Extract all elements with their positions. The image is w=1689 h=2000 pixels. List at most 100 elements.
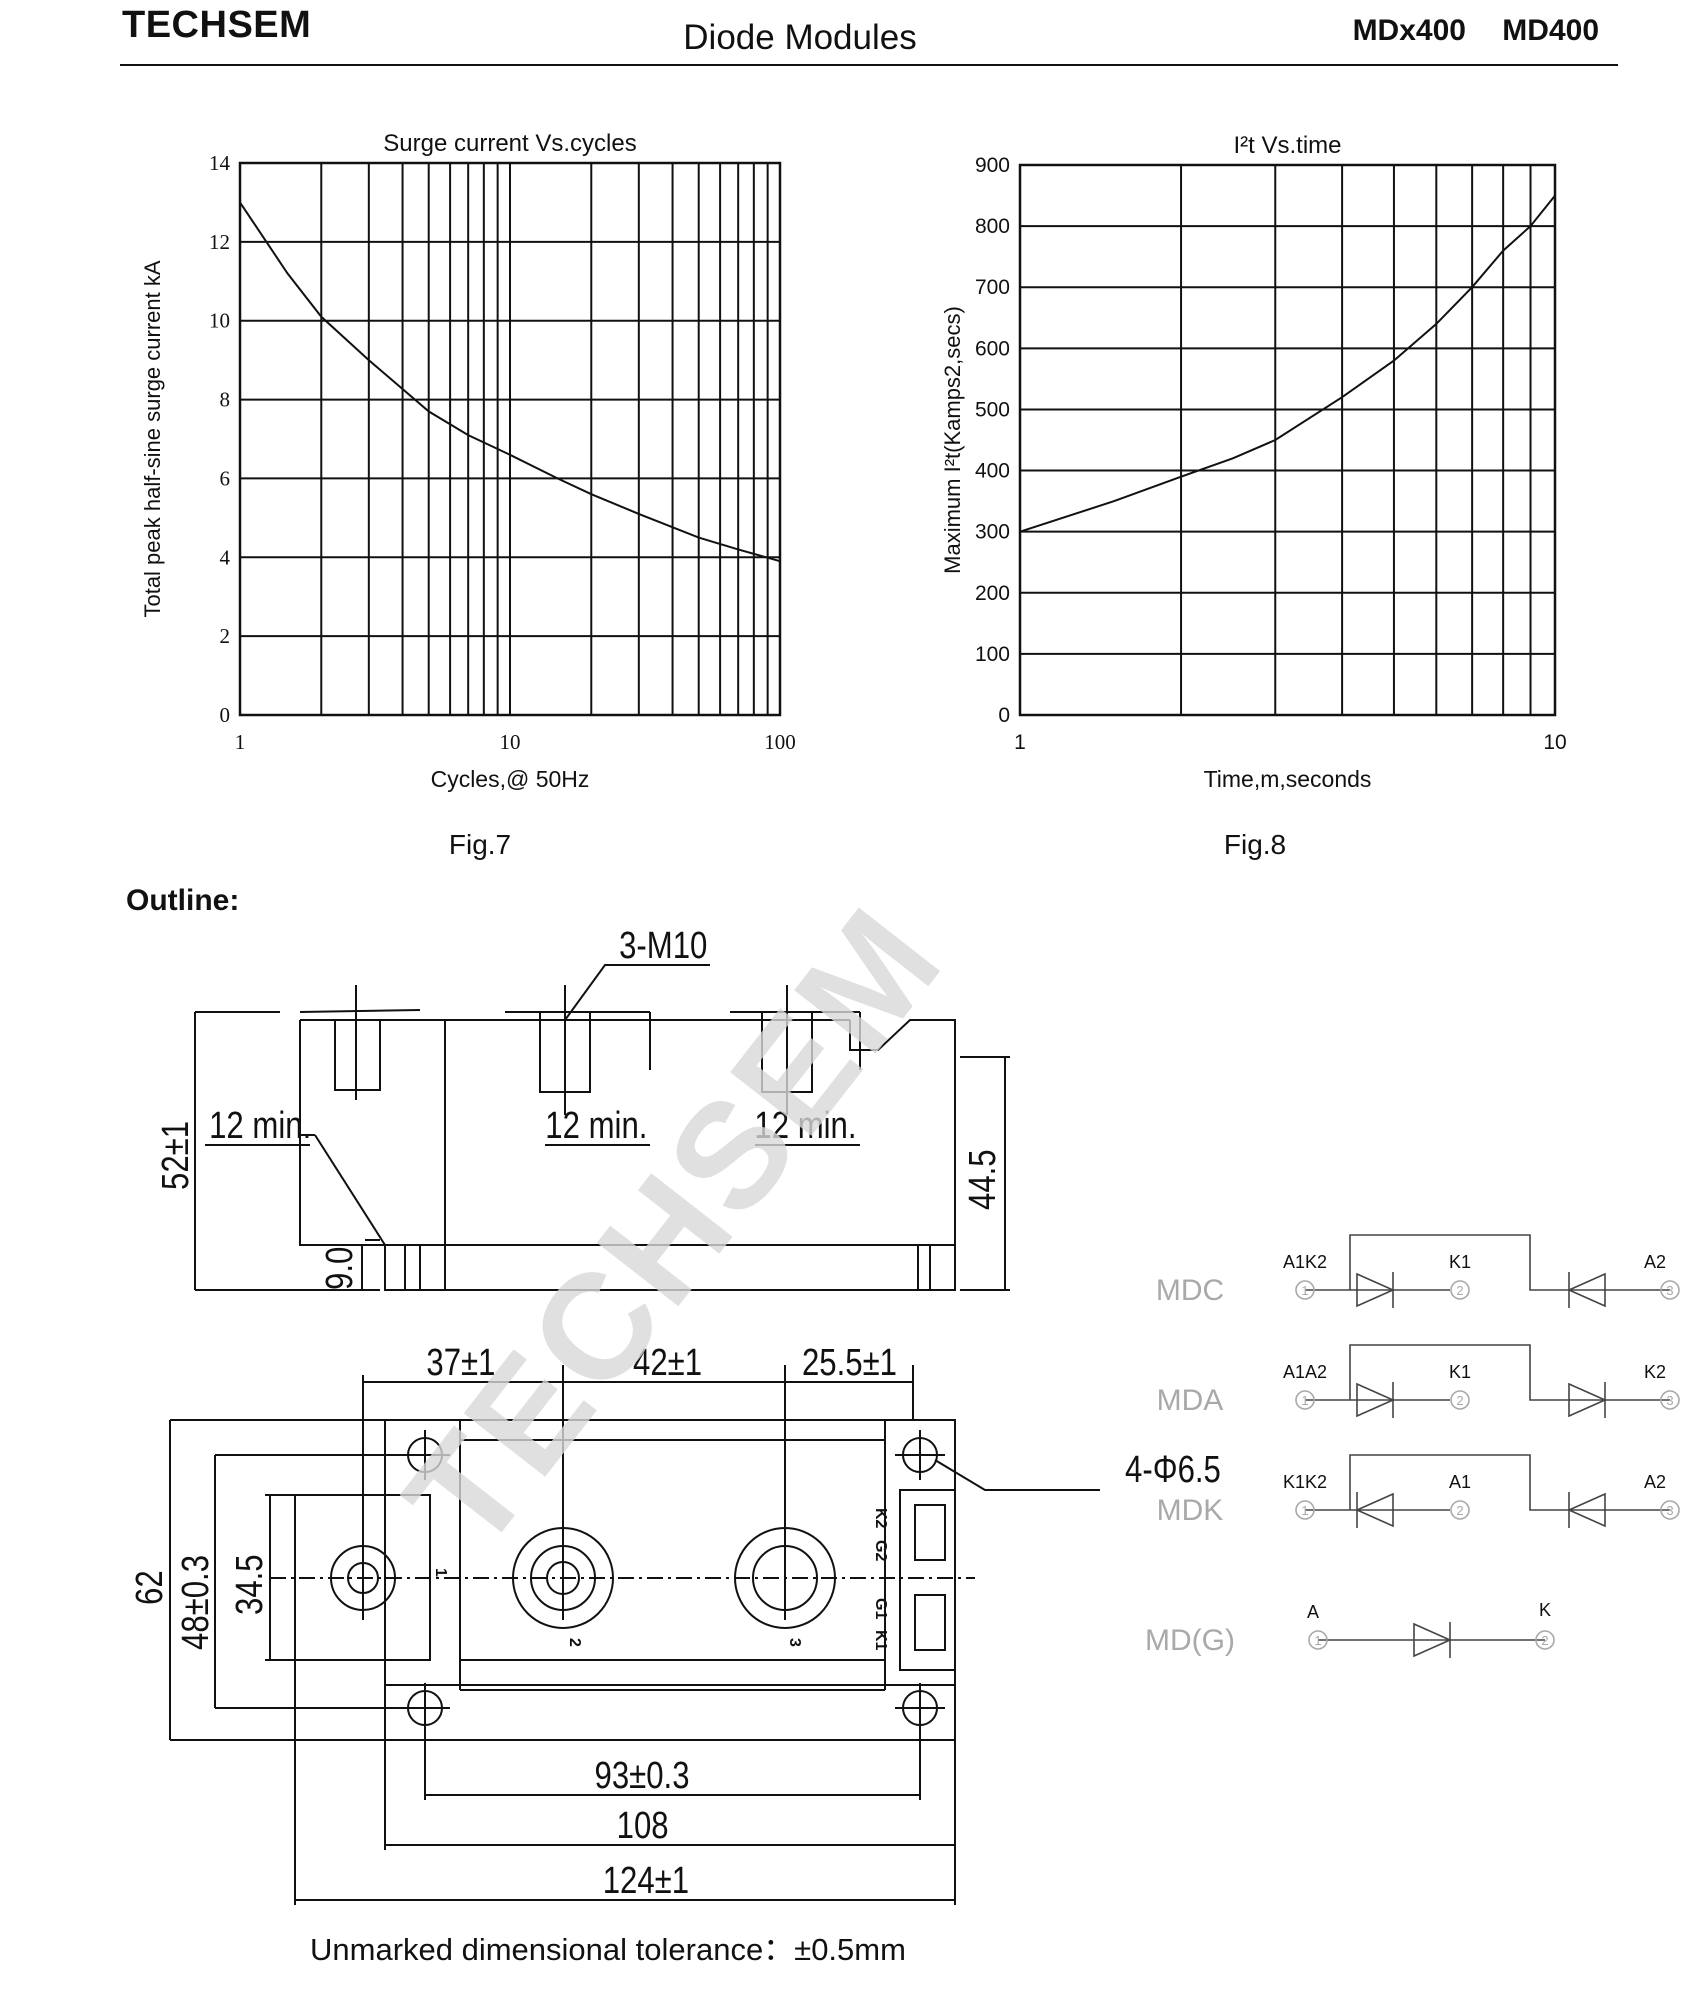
y-tick-label: 400	[975, 460, 1010, 483]
y-tick-label: 12	[209, 230, 230, 254]
schematic-label-cathode: K	[1539, 1600, 1551, 1620]
top-outline	[384, 1419, 956, 1741]
diode-symbol	[1356, 1382, 1395, 1418]
side-body	[299, 1019, 956, 1246]
y-tick-label: 0	[220, 703, 231, 727]
series-line	[239, 201, 781, 563]
label-345: 34.5	[229, 1554, 271, 1615]
wire	[1349, 1344, 1565, 1401]
label-445: 44.5	[962, 1149, 1004, 1210]
schematic-label-l3: A2	[1644, 1252, 1666, 1272]
label-37: 37±1	[426, 1342, 495, 1384]
plot-frame	[1018, 163, 1557, 717]
y-tick-label: 800	[975, 215, 1010, 238]
pin-g2: G2	[872, 1540, 889, 1561]
document-title: Diode Modules	[683, 18, 917, 57]
label-93: 93±0.3	[595, 1755, 690, 1797]
schematic-label-l3: K2	[1644, 1362, 1666, 1382]
label-12min-left: 12 min.	[209, 1105, 311, 1147]
schematic-label-l1: A1A2	[1283, 1362, 1327, 1382]
terminal-node	[1450, 1280, 1470, 1300]
terminal-1-label: 1	[432, 1568, 449, 1577]
y-tick-label: 2	[220, 624, 231, 648]
label-124: 124±1	[603, 1860, 689, 1902]
x-axis-label: Cycles,@ 50Hz	[431, 766, 590, 792]
tolerance-note: Unmarked dimensional tolerance：±0.5mm	[310, 1932, 906, 1967]
y-tick-label: 8	[220, 388, 231, 412]
y-tick-label: 900	[975, 154, 1010, 177]
stud-left	[334, 1019, 381, 1091]
x-tick-label: 10	[500, 730, 521, 754]
terminal-number: 1	[1301, 1283, 1308, 1298]
terminal-node	[1295, 1390, 1315, 1410]
x-tick-label: 1	[1014, 731, 1026, 754]
fig8-caption: Fig.8	[1223, 829, 1287, 860]
pin-k1: K1	[872, 1630, 889, 1651]
diode-symbol	[1568, 1382, 1607, 1418]
pin-k2: K2	[872, 1508, 889, 1529]
terminal-node	[1660, 1390, 1680, 1410]
terminal-node	[1660, 1500, 1680, 1520]
schematic-name: MDC	[1156, 1274, 1224, 1307]
terminal-number: 3	[1666, 1393, 1673, 1408]
y-tick-label: 200	[975, 582, 1010, 605]
schematic-label-l2: K1	[1449, 1252, 1471, 1272]
side-chamfer	[299, 1020, 386, 1246]
label-52: 52±1	[155, 1121, 197, 1190]
terminal-number: 1	[1314, 1633, 1321, 1648]
fig7-caption: Fig.7	[448, 829, 512, 860]
y-tick-label: 14	[209, 151, 231, 175]
label-3m10: 3-M10	[619, 925, 707, 967]
schematic-name: MDA	[1157, 1384, 1224, 1417]
y-tick-label: 6	[220, 466, 231, 490]
label-25: 25.5±1	[802, 1342, 897, 1384]
terminal-node	[1295, 1500, 1315, 1520]
model-numbers: MDx400 MD400	[1352, 14, 1599, 47]
y-tick-label: 600	[975, 337, 1010, 360]
chart-title: Surge current Vs.cycles	[383, 130, 636, 157]
label-hole: 4-Φ6.5	[1125, 1449, 1221, 1491]
side-base	[384, 1245, 956, 1291]
x-tick-label: 100	[764, 730, 796, 754]
diode-symbol	[1567, 1492, 1606, 1528]
diode-symbol	[1567, 1272, 1606, 1308]
label-42: 42±1	[633, 1342, 702, 1384]
y-tick-label: 100	[975, 643, 1010, 666]
terminal-number: 2	[1541, 1633, 1548, 1648]
schematic-label-l1: A1K2	[1283, 1252, 1327, 1272]
label-90: 9.0	[319, 1247, 361, 1290]
terminal-number: 3	[1666, 1503, 1673, 1518]
pin-block	[899, 1489, 956, 1671]
terminal-node	[1450, 1500, 1470, 1520]
schematic-label-l2: K1	[1449, 1362, 1471, 1382]
label-48: 48±0.3	[175, 1555, 217, 1650]
terminal-3-label: 3	[786, 1638, 803, 1647]
outline-heading: Outline:	[126, 884, 240, 917]
schematic-label-l2: A1	[1449, 1472, 1471, 1492]
schematic-label-l3: A2	[1644, 1472, 1666, 1492]
terminal-node	[1450, 1390, 1470, 1410]
terminal-node	[1308, 1630, 1328, 1650]
schematic-label-l1: K1K2	[1283, 1472, 1327, 1492]
schematic-name: MDK	[1157, 1494, 1224, 1527]
terminal-number: 1	[1301, 1393, 1308, 1408]
label-12min-mid: 12 min.	[545, 1105, 647, 1147]
schematic-label-anode: A	[1307, 1602, 1319, 1622]
y-axis-label: Total peak half-sine surge current kA	[140, 260, 165, 617]
y-tick-label: 500	[975, 398, 1010, 421]
x-axis-label: Time,m,seconds	[1204, 766, 1372, 792]
plot-frame	[238, 161, 782, 717]
top-inner	[459, 1420, 886, 1691]
terminal-number: 2	[1456, 1393, 1463, 1408]
x-tick-label: 10	[1543, 731, 1566, 754]
diode-symbol	[1356, 1272, 1395, 1308]
terminal-number: 3	[1666, 1283, 1673, 1298]
schematic-name: MD(G)	[1145, 1624, 1235, 1657]
terminal-number: 1	[1301, 1503, 1308, 1518]
y-axis-label: Maximum I²t(Kamps2,secs)	[940, 306, 965, 574]
brand-logo: TECHSEM	[122, 4, 312, 46]
